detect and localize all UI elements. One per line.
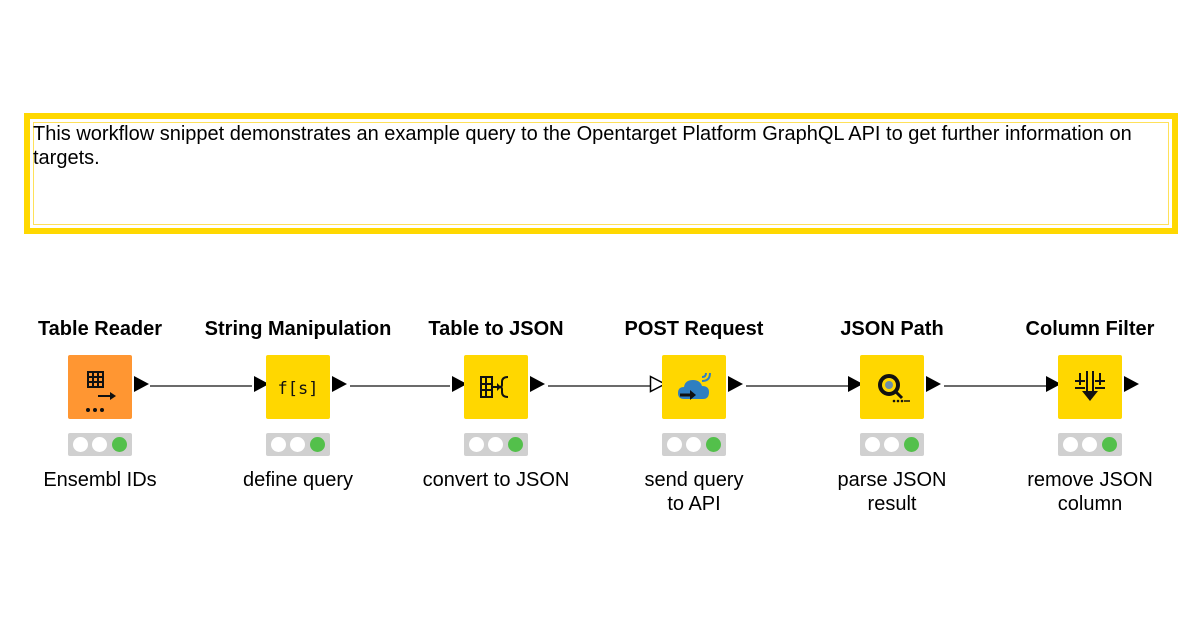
- node-title: JSON Path: [840, 318, 944, 340]
- node-status-indicator: [860, 433, 924, 456]
- json-path-icon[interactable]: [860, 355, 924, 419]
- node-title: Column Filter: [1025, 318, 1155, 340]
- node-label[interactable]: parse JSON result: [837, 469, 947, 515]
- node-status-indicator: [464, 433, 528, 456]
- node-title: Table to JSON: [428, 318, 564, 340]
- node-status-indicator: [1058, 433, 1122, 456]
- node-label[interactable]: define query: [242, 469, 354, 491]
- node-title: POST Request: [624, 318, 764, 340]
- annotation-inner-border: [33, 122, 1169, 225]
- string-manipulation-icon[interactable]: f[s]: [266, 355, 330, 419]
- node-label[interactable]: send query to API: [644, 469, 744, 515]
- input-port[interactable]: [253, 375, 271, 393]
- output-port[interactable]: [132, 375, 150, 393]
- node-status-indicator: [266, 433, 330, 456]
- table-reader-icon[interactable]: [68, 355, 132, 419]
- post-request-icon[interactable]: [662, 355, 726, 419]
- output-port[interactable]: [528, 375, 546, 393]
- node-title: String Manipulation: [204, 318, 392, 340]
- output-port[interactable]: [330, 375, 348, 393]
- node-title: Table Reader: [37, 318, 163, 340]
- input-port[interactable]: [1045, 375, 1063, 393]
- output-port[interactable]: [1122, 375, 1140, 393]
- output-port[interactable]: [924, 375, 942, 393]
- node-label[interactable]: convert to JSON: [422, 469, 570, 491]
- column-filter-icon[interactable]: [1058, 355, 1122, 419]
- output-port[interactable]: [726, 375, 744, 393]
- input-port[interactable]: [649, 375, 667, 393]
- node-status-indicator: [662, 433, 726, 456]
- node-label[interactable]: Ensembl IDs: [43, 469, 157, 491]
- annotation-text: This workflow snippet demonstrates an ex…: [33, 123, 1132, 169]
- input-port[interactable]: [451, 375, 469, 393]
- input-port[interactable]: [847, 375, 865, 393]
- svg-text:f[s]: f[s]: [278, 379, 319, 399]
- table-to-json-icon[interactable]: [464, 355, 528, 419]
- workflow-annotation[interactable]: This workflow snippet demonstrates an ex…: [24, 113, 1178, 234]
- node-label[interactable]: remove JSON column: [1027, 469, 1153, 515]
- node-status-indicator: [68, 433, 132, 456]
